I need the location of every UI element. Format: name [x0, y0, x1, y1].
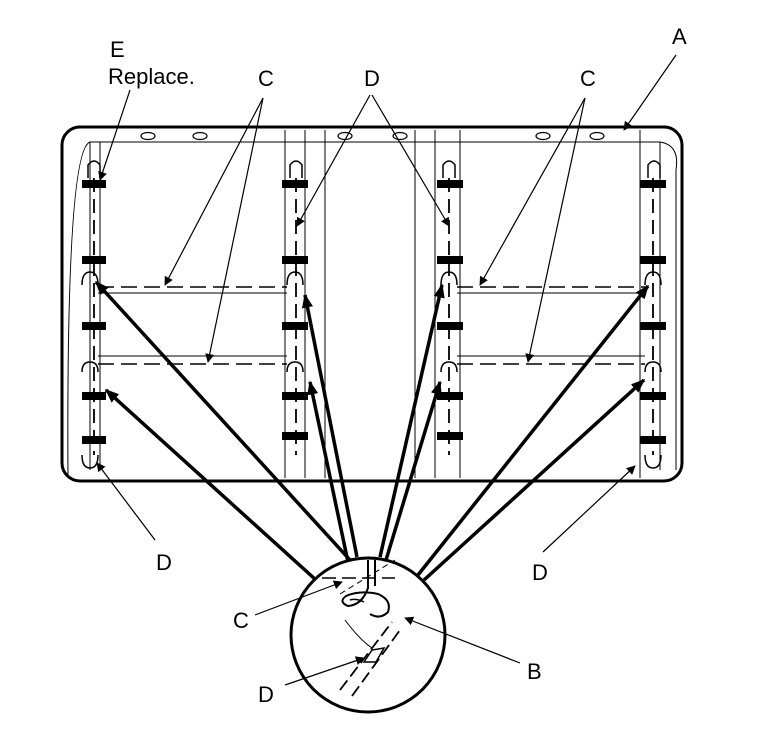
- label-d-top: D: [364, 66, 380, 91]
- label-e-letter: E: [110, 37, 125, 62]
- vertical-members: [89, 130, 661, 478]
- detail-arrows: [94, 280, 650, 582]
- clips: [82, 180, 666, 444]
- label-d-bottom-right: D: [532, 560, 548, 585]
- wire-loops: [81, 160, 662, 469]
- label-b: B: [527, 659, 542, 684]
- label-c-top-left: C: [258, 66, 274, 91]
- horizontal-wires: [98, 286, 645, 365]
- label-c-top-right: C: [580, 66, 596, 91]
- detail-magnifier: [289, 556, 447, 714]
- label-a: A: [672, 24, 687, 49]
- label-c-detail: C: [233, 608, 249, 633]
- label-e-note: Replace.: [108, 64, 195, 89]
- dashed-vertical-wires: [93, 178, 654, 455]
- label-d-bottom-left: D: [156, 550, 172, 575]
- leader-lines: [96, 54, 677, 686]
- callout-labels: A E Replace. C D C D D C B D: [108, 24, 687, 707]
- seat-frame: [60, 125, 684, 483]
- label-d-detail: D: [258, 682, 274, 707]
